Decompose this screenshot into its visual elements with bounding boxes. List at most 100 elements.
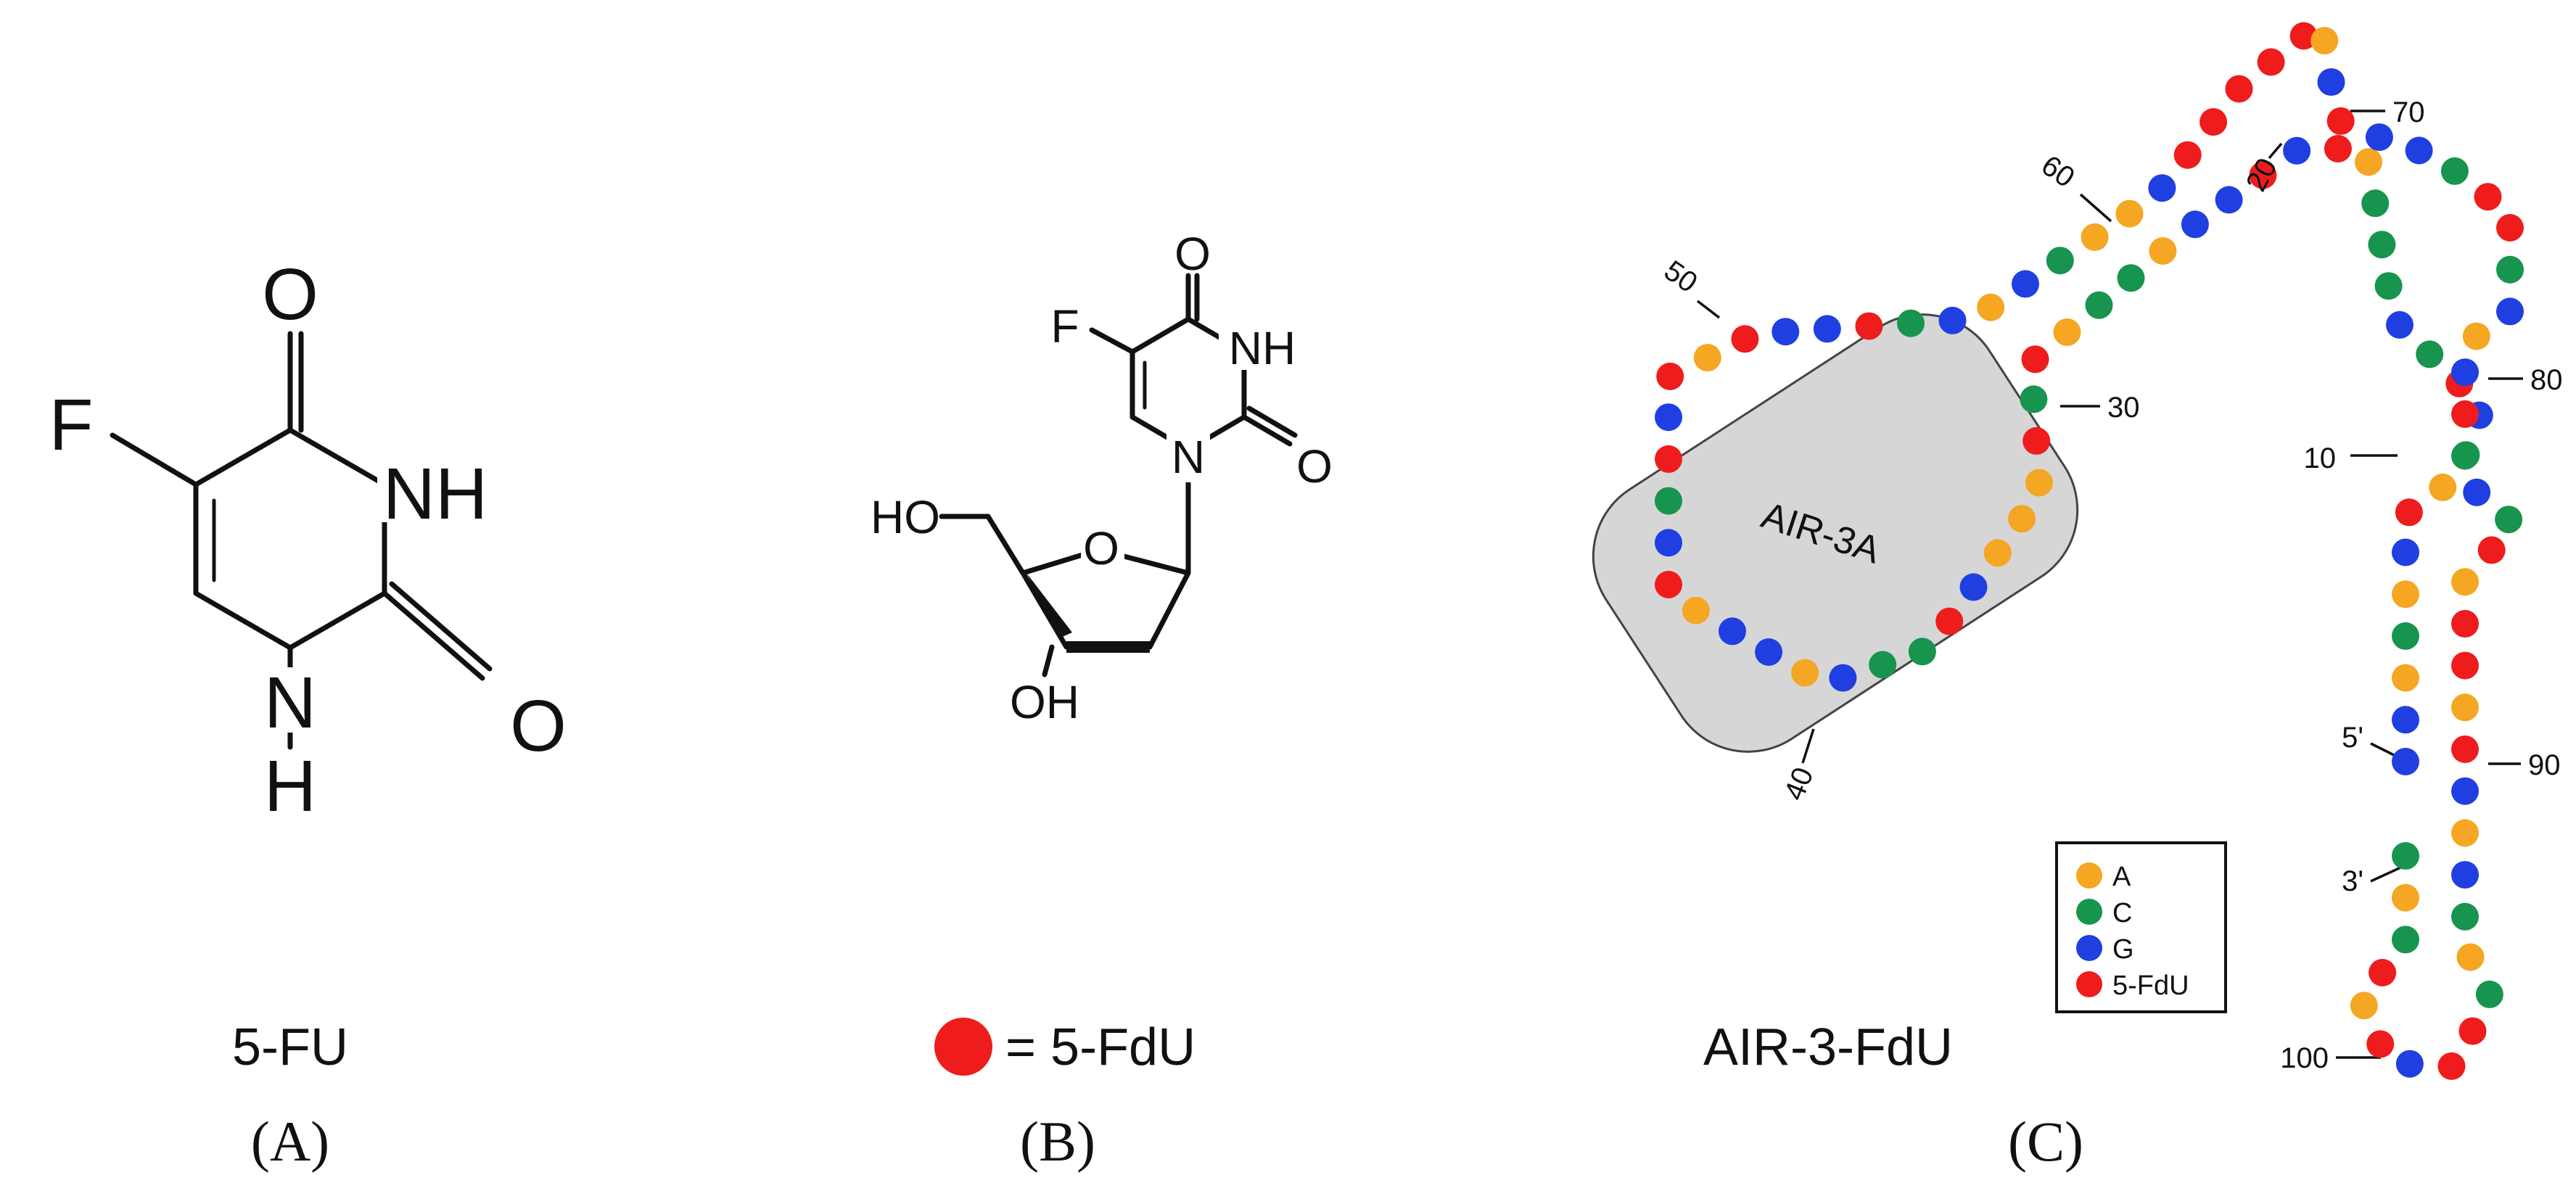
carbonyl-bond-right-2 bbox=[389, 581, 493, 672]
nucleotide-46 bbox=[1655, 403, 1682, 432]
pos-label-50: 50 bbox=[1658, 255, 1703, 300]
nucleotide-19 bbox=[2283, 136, 2311, 165]
nucleotide-73 bbox=[2496, 214, 2524, 242]
nucleotide-legend: A C G 5-FdU bbox=[2055, 841, 2227, 1013]
atom-h-bottom: H bbox=[264, 746, 316, 827]
pos-label-60: 60 bbox=[2036, 149, 2081, 194]
atom-o-top: O bbox=[262, 254, 318, 335]
nucleotide-6 bbox=[2392, 538, 2419, 566]
nucleotide-51 bbox=[1813, 315, 1841, 343]
nucleotide-66 bbox=[2310, 27, 2339, 55]
tick-20 bbox=[2268, 142, 2283, 160]
nucleotide-60 bbox=[2148, 174, 2176, 202]
nucleotide-49 bbox=[1731, 325, 1759, 353]
b-n-mask bbox=[1166, 432, 1210, 482]
nucleotide-45 bbox=[1655, 445, 1682, 473]
nucleotide-84 bbox=[2451, 609, 2479, 638]
nucleotide-1 bbox=[2392, 748, 2419, 775]
nucleotide-34 bbox=[1935, 607, 1964, 635]
nucleotide-21 bbox=[2215, 186, 2243, 214]
nucleotide-74 bbox=[2496, 255, 2524, 284]
nucleotide-97 bbox=[2366, 1030, 2395, 1058]
nucleotide-95 bbox=[2437, 1052, 2466, 1080]
nucleotide-78 bbox=[2451, 400, 2479, 428]
nucleotide-4 bbox=[2392, 622, 2419, 650]
nucleotide-58 bbox=[2081, 223, 2109, 251]
nucleotide-32 bbox=[1983, 539, 2012, 567]
nucleotide-41 bbox=[1682, 596, 1710, 625]
nucleotide-64 bbox=[2257, 48, 2285, 76]
nucleotide-62 bbox=[2200, 108, 2228, 136]
nucleotide-71 bbox=[2440, 157, 2469, 185]
nucleotide-chain bbox=[1655, 22, 2524, 1080]
nucleotide-43 bbox=[1655, 529, 1682, 557]
nucleotide-16 bbox=[2361, 189, 2390, 218]
b-atom-nh: NH bbox=[1229, 322, 1296, 374]
pos-label-40: 40 bbox=[1778, 763, 1819, 805]
nucleotide-91 bbox=[2451, 902, 2479, 931]
panel-b-structure: O F NH O N HO O OH bbox=[871, 228, 1333, 728]
panel-c-name: AIR-3-FdU bbox=[1703, 1018, 1953, 1076]
nucleotide-86 bbox=[2451, 693, 2479, 722]
tick-40 bbox=[1801, 728, 1815, 764]
nucleotide-79 bbox=[2451, 442, 2479, 470]
nucleotide-54 bbox=[1938, 306, 1967, 334]
nucleotide-17 bbox=[2355, 148, 2382, 176]
nucleotide-42 bbox=[1655, 571, 1682, 598]
n-label-mask bbox=[261, 667, 319, 733]
nh-label-mask bbox=[377, 457, 486, 522]
nucleotide-72 bbox=[2474, 183, 2502, 211]
nucleotide-56 bbox=[2012, 270, 2039, 298]
atom-o-right: O bbox=[510, 685, 567, 767]
nucleotide-14 bbox=[2374, 272, 2403, 300]
nucleotide-52 bbox=[1855, 312, 1883, 340]
nucleotide-28 bbox=[2020, 385, 2048, 413]
nucleotide-7 bbox=[2395, 498, 2423, 527]
nucleotide-30 bbox=[2025, 469, 2053, 497]
b-atom-oh: OH bbox=[1010, 676, 1079, 728]
b-o-mask bbox=[1081, 529, 1124, 573]
tick-50 bbox=[1696, 300, 1721, 319]
nucleotide-87 bbox=[2451, 735, 2479, 763]
nucleotide-13 bbox=[2386, 310, 2414, 339]
pos-label-90: 90 bbox=[2528, 749, 2561, 781]
nucleotide-70 bbox=[2405, 136, 2433, 165]
nucleotide-75 bbox=[2496, 297, 2524, 326]
nucleotide-92 bbox=[2456, 943, 2485, 971]
nucleotide-37 bbox=[1829, 664, 1857, 692]
nucleotide-15 bbox=[2368, 231, 2396, 259]
pos-label-100: 100 bbox=[2280, 1042, 2329, 1074]
nucleotide-57 bbox=[2046, 247, 2074, 275]
carbonyl-bond-right bbox=[382, 590, 485, 681]
nucleotide-47 bbox=[1656, 362, 1684, 390]
panel-a-structure: O F NH O N H bbox=[49, 254, 566, 827]
nucleotide-65 bbox=[2289, 22, 2318, 50]
nucleotide-68 bbox=[2326, 107, 2355, 135]
nucleotide-63 bbox=[2225, 75, 2253, 103]
nucleotide-40 bbox=[1719, 617, 1746, 646]
panel-b-compound-name: = 5-FdU bbox=[1005, 1018, 1196, 1076]
nucleotide-76 bbox=[2462, 322, 2490, 350]
b-atom-f: F bbox=[1050, 300, 1079, 353]
b-atom-o-right: O bbox=[1296, 440, 1333, 492]
pyrimidine-ring bbox=[193, 427, 387, 651]
legend-label-c: C bbox=[2112, 898, 2132, 928]
nucleotide-5 bbox=[2392, 580, 2419, 609]
nucleotide-48 bbox=[1693, 344, 1721, 372]
nucleotide-77 bbox=[2451, 358, 2479, 387]
nucleotide-18 bbox=[2324, 135, 2352, 162]
nucleotide-59 bbox=[2115, 199, 2144, 228]
nucleotide-93 bbox=[2475, 980, 2503, 1008]
pos-label-80: 80 bbox=[2530, 364, 2563, 396]
nucleotide-101 bbox=[2392, 883, 2419, 912]
legend-swatch-g bbox=[2076, 935, 2102, 961]
nucleotide-80 bbox=[2463, 478, 2491, 506]
nucleotide-33 bbox=[1959, 573, 1988, 601]
nucleotide-3 bbox=[2392, 664, 2419, 692]
fdu-red-dot-key bbox=[934, 1018, 992, 1076]
nucleotide-27 bbox=[2021, 345, 2049, 374]
pos-label-5prime: 5' bbox=[2342, 722, 2363, 754]
nucleotide-55 bbox=[1977, 293, 2005, 321]
pos-label-70: 70 bbox=[2392, 96, 2425, 128]
